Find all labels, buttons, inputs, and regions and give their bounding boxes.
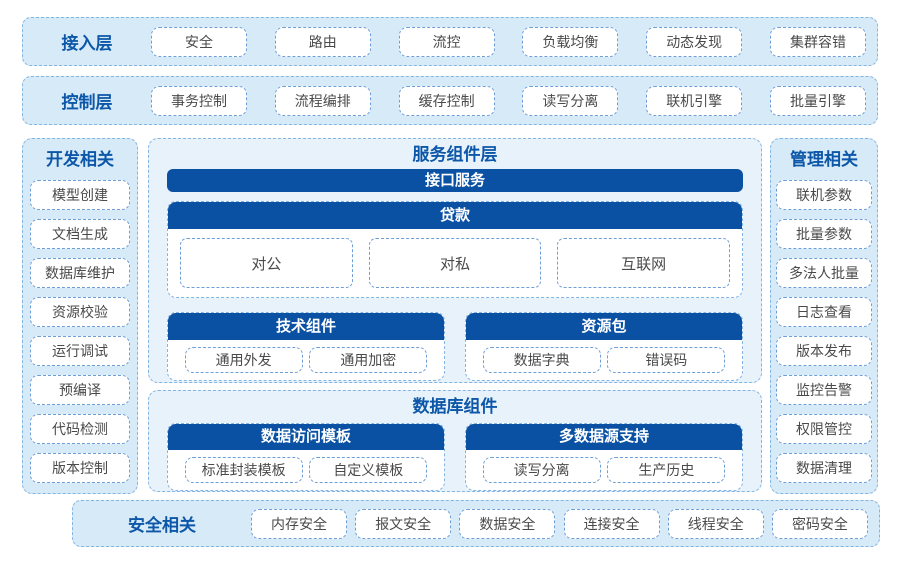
db-panel-title: 数据库组件 [412, 397, 498, 416]
dev-item-resource-check: 资源校验 [30, 297, 130, 327]
database-component-panel: 数据库组件 数据访问模板 标准封装模板 自定义模板 多数据源支持 读写分离 生 [148, 390, 762, 492]
control-item-batch-engine: 批量引擎 [769, 85, 866, 116]
mgmt-sidebar-title: 管理相关 [790, 150, 858, 169]
dev-sidebar-title: 开发相关 [46, 150, 114, 169]
db-cards-row: 数据访问模板 标准封装模板 自定义模板 多数据源支持 读写分离 生产历史 [167, 423, 743, 491]
dev-item-model-creation: 模型创建 [30, 180, 130, 210]
loan-card: 贷款 对公 对私 互联网 [167, 201, 743, 298]
security-band: 安全相关 内存安全 报文安全 数据安全 连接安全 线程安全 密码安全 [72, 500, 880, 547]
dev-item-precompile: 预编译 [30, 375, 130, 405]
multi-datasource-header: 多数据源支持 [466, 424, 742, 450]
resource-card-header: 资源包 [466, 313, 742, 340]
mgmt-item-online-params: 联机参数 [776, 180, 872, 210]
service-panel-title: 服务组件层 [412, 145, 498, 164]
center-column: 服务组件层 接口服务 贷款 对公 对私 互联网 技术组件 通用外发 [148, 138, 762, 494]
loan-box-internet: 互联网 [557, 238, 731, 288]
resource-item-data-dictionary: 数据字典 [482, 347, 601, 373]
security-item-message: 报文安全 [355, 508, 452, 539]
access-item-routing: 路由 [274, 26, 371, 57]
tech-component-card: 技术组件 通用外发 通用加密 [167, 312, 445, 381]
data-access-template-header: 数据访问模板 [168, 424, 444, 450]
mgmt-item-permission-control: 权限管控 [776, 414, 872, 444]
template-item-standard-encapsulation: 标准封装模板 [184, 457, 303, 483]
security-item-data: 数据安全 [459, 508, 556, 539]
control-item-online-engine: 联机引擎 [646, 85, 743, 116]
resource-card-body: 数据字典 错误码 [466, 340, 742, 380]
loan-card-body: 对公 对私 互联网 [168, 229, 742, 297]
service-component-panel: 服务组件层 接口服务 贷款 对公 对私 互联网 技术组件 通用外发 [148, 138, 762, 383]
security-band-label: 安全相关 [128, 516, 196, 535]
data-access-template-body: 标准封装模板 自定义模板 [168, 450, 444, 490]
loan-box-personal: 对私 [368, 238, 542, 288]
mgmt-sidebar: 管理相关 联机参数 批量参数 多法人批量 日志查看 版本发布 监控告警 权限管控… [770, 138, 878, 494]
security-item-password: 密码安全 [771, 508, 868, 539]
security-item-connection: 连接安全 [563, 508, 660, 539]
tech-item-general-dispatch: 通用外发 [184, 347, 303, 373]
access-item-cluster-fault-tolerance: 集群容错 [769, 26, 866, 57]
dev-item-code-check: 代码检测 [30, 414, 130, 444]
multi-datasource-card: 多数据源支持 读写分离 生产历史 [465, 423, 743, 491]
mgmt-item-monitor-alert: 监控告警 [776, 375, 872, 405]
loan-card-header: 贷款 [168, 202, 742, 229]
template-item-custom: 自定义模板 [309, 457, 428, 483]
middle-zone: 开发相关 模型创建 文档生成 数据库维护 资源校验 运行调试 预编译 代码检测 … [22, 138, 878, 494]
dev-sidebar: 开发相关 模型创建 文档生成 数据库维护 资源校验 运行调试 预编译 代码检测 … [22, 138, 138, 494]
control-layer-label: 控制层 [61, 93, 113, 112]
tech-card-header: 技术组件 [168, 313, 444, 340]
control-item-transaction: 事务控制 [151, 85, 247, 116]
access-layer-label: 接入层 [61, 34, 113, 53]
mgmt-item-batch-params: 批量参数 [776, 219, 872, 249]
access-layer-items: 安全 路由 流控 负载均衡 动态发现 集群容错 [151, 26, 877, 57]
data-access-template-card: 数据访问模板 标准封装模板 自定义模板 [167, 423, 445, 491]
access-item-security: 安全 [151, 26, 247, 57]
service-cards-row: 技术组件 通用外发 通用加密 资源包 数据字典 错误码 [167, 312, 743, 381]
control-item-orchestration: 流程编排 [274, 85, 371, 116]
mgmt-item-log-view: 日志查看 [776, 297, 872, 327]
loan-box-corporate: 对公 [180, 238, 353, 288]
datasource-item-production-history: 生产历史 [607, 457, 726, 483]
access-item-flow-control: 流控 [398, 26, 495, 57]
control-item-read-write-split: 读写分离 [522, 85, 619, 116]
resource-item-error-code: 错误码 [607, 347, 726, 373]
security-item-thread: 线程安全 [667, 508, 764, 539]
dev-item-version-control: 版本控制 [30, 453, 130, 483]
mgmt-item-data-cleanup: 数据清理 [776, 453, 872, 483]
dev-item-doc-generation: 文档生成 [30, 219, 130, 249]
dev-item-db-maintenance: 数据库维护 [30, 258, 130, 288]
tech-card-body: 通用外发 通用加密 [168, 340, 444, 380]
mgmt-item-multi-entity-batch: 多法人批量 [776, 258, 872, 288]
access-item-load-balancing: 负载均衡 [522, 26, 619, 57]
security-item-memory: 内存安全 [251, 508, 347, 539]
dev-item-run-debug: 运行调试 [30, 336, 130, 366]
access-item-dynamic-discovery: 动态发现 [646, 26, 743, 57]
control-item-cache: 缓存控制 [398, 85, 495, 116]
control-layer-items: 事务控制 流程编排 缓存控制 读写分离 联机引擎 批量引擎 [151, 85, 877, 116]
access-layer-band: 接入层 安全 路由 流控 负载均衡 动态发现 集群容错 [22, 17, 878, 66]
resource-package-card: 资源包 数据字典 错误码 [465, 312, 743, 381]
datasource-item-read-write-split: 读写分离 [482, 457, 601, 483]
mgmt-item-version-release: 版本发布 [776, 336, 872, 366]
control-layer-band: 控制层 事务控制 流程编排 缓存控制 读写分离 联机引擎 批量引擎 [22, 76, 878, 125]
multi-datasource-body: 读写分离 生产历史 [466, 450, 742, 490]
interface-service-bar: 接口服务 [167, 169, 743, 192]
security-band-items: 内存安全 报文安全 数据安全 连接安全 线程安全 密码安全 [251, 508, 879, 539]
tech-item-general-encryption: 通用加密 [309, 347, 428, 373]
